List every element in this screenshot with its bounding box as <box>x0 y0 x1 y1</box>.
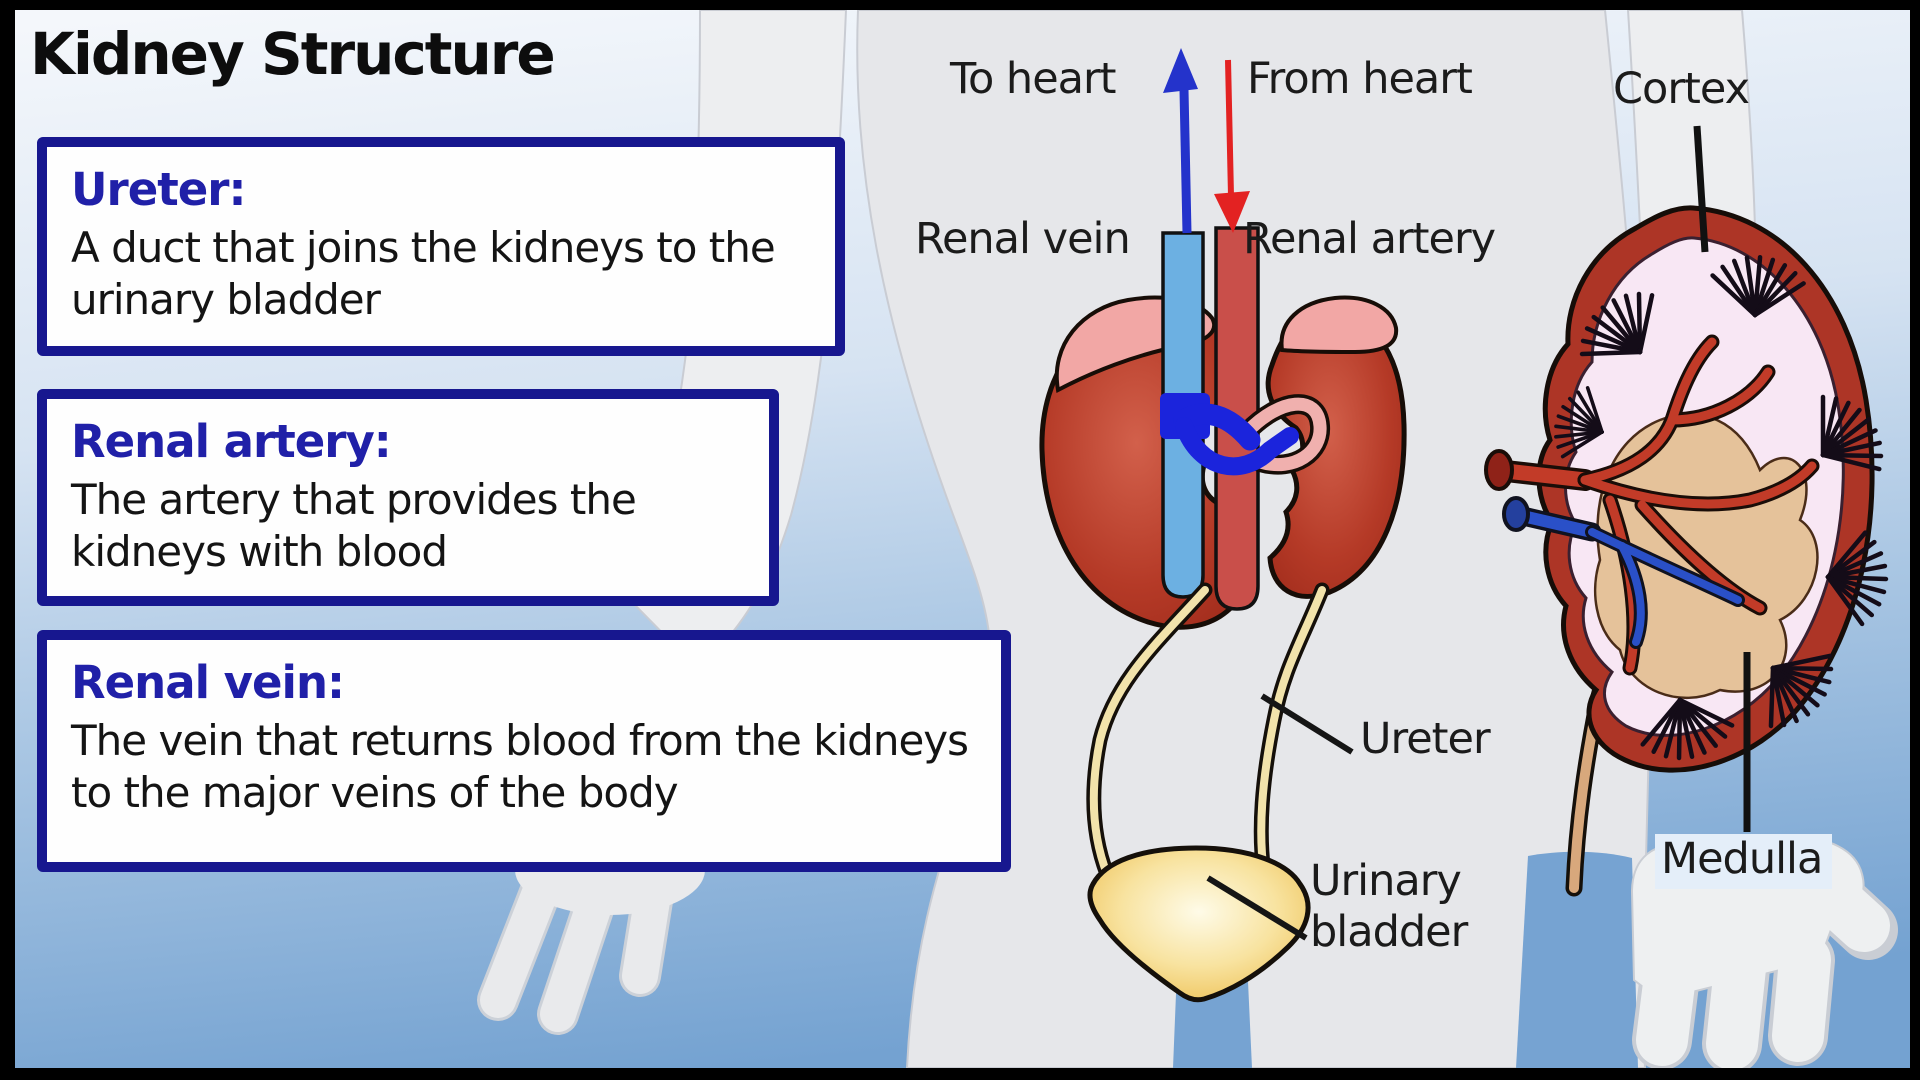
renal-artery-branch <box>1237 394 1331 475</box>
label-from-heart: From heart <box>1247 54 1473 104</box>
ureter-pointer-line <box>1260 693 1354 755</box>
right-of-leg-gap <box>1516 851 1638 1068</box>
label-urinary-bladder: Urinary bladder <box>1310 856 1468 957</box>
section-renal-vein <box>1502 496 1745 649</box>
urinary-system-diagram <box>1039 48 1407 1003</box>
label-renal-vein: Renal vein <box>915 214 1131 264</box>
definition-term: Renal vein: <box>71 656 345 709</box>
right-kidney-shape <box>1265 309 1407 599</box>
page-title: Kidney Structure <box>30 20 556 88</box>
from-heart-arrow <box>1214 59 1250 233</box>
definition-box-renal-artery: Renal artery: The artery that provides t… <box>37 389 779 606</box>
left-ureter-tube <box>1086 582 1213 882</box>
definition-term: Ureter: <box>71 163 246 216</box>
label-renal-artery: Renal artery <box>1243 214 1496 264</box>
definition-description: The vein that returns blood from the kid… <box>71 716 969 818</box>
bladder-pointer-line <box>1206 875 1308 941</box>
cortex-pointer-line <box>1693 125 1709 253</box>
renal-vein-branch <box>1160 393 1299 476</box>
kidney-cross-section <box>1484 125 1897 897</box>
definition-box-ureter: Ureter: A duct that joins the kidneys to… <box>37 137 845 356</box>
definition-description: The artery that provides the kidneys wit… <box>71 475 637 577</box>
label-to-heart: To heart <box>950 54 1117 104</box>
label-medulla: Medulla <box>1655 834 1833 890</box>
to-heart-arrow <box>1163 48 1198 234</box>
label-ureter: Ureter <box>1360 714 1491 764</box>
right-adrenal-gland <box>1279 295 1399 355</box>
label-cortex: Cortex <box>1613 64 1750 114</box>
right-ureter-tube <box>1253 582 1330 882</box>
bladder-shape <box>1087 845 1311 1003</box>
definition-term: Renal artery: <box>71 415 392 468</box>
definition-description: A duct that joins the kidneys to the uri… <box>71 223 776 325</box>
definition-box-renal-vein: Renal vein: The vein that returns blood … <box>37 630 1011 872</box>
